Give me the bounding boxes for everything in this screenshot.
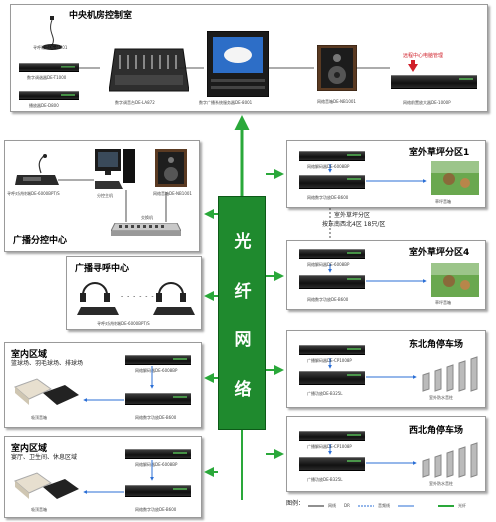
legend-swatches xyxy=(308,505,454,507)
decoder-device xyxy=(299,431,365,441)
device-caption: 网络解码器DE-6008BP xyxy=(307,164,350,169)
mixer-icon xyxy=(109,48,189,92)
northwest-parking-panel: 西北角停车场 广播解码器DE-CP1008P 广播功放DE-B325L 室外防水… xyxy=(286,416,486,492)
legend-item: 音频线 xyxy=(378,503,390,508)
fiber-char-3: 网 xyxy=(234,330,252,350)
northwest-title: 西北角停车场 xyxy=(409,426,464,436)
legend-item: DR xyxy=(344,503,350,508)
decoder-device xyxy=(299,345,365,355)
lawn-note-line2: 按东南西北4区 18只/区 xyxy=(322,221,386,228)
device-caption: 网络解码器DE-6008BP xyxy=(307,262,350,267)
amplifier-device xyxy=(299,371,365,385)
device-caption: 网络前置放大器DE-1000P xyxy=(403,100,451,105)
indoor-zone-2-panel: 室内区域 宴厅、卫生间、休息区域 网络解码器DE-6008BP 吸顶音箱 网络数… xyxy=(4,436,202,518)
lawn-1-title: 室外草坪分区1 xyxy=(409,148,470,158)
dotted-connector: - - - - - - xyxy=(121,293,155,300)
central-room-panel: 中央机房控制室 寻呼话筒DE-MC01 数字调谐器DE-T1000 播放器DE-… xyxy=(10,4,488,112)
column-speaker-icon xyxy=(422,356,478,392)
amplifier-device xyxy=(299,275,365,289)
device-caption: 分控主机 xyxy=(97,193,113,198)
device-caption: 室外防水音柱 xyxy=(429,395,453,400)
indoor-2-title: 室内区域 xyxy=(11,444,48,454)
device-caption: 寻呼对讲终端DE-6000BPT/S xyxy=(7,191,60,196)
device-caption: 数字广播系统服务器DE-8001 xyxy=(199,100,253,105)
device-caption: 网络数字功放DE-B600 xyxy=(307,297,349,302)
amplifier-device xyxy=(125,485,191,497)
amplifier-device xyxy=(299,175,365,189)
legend-item: 网线 xyxy=(328,503,336,508)
device-caption: 网络音箱DE-NB1001 xyxy=(153,191,192,196)
indoor-zone-1-panel: 室内区域 篮球场、羽毛球场、排球场 网络解码器DE-6008BP 吸顶音箱 网络… xyxy=(4,342,202,428)
server-monitor-icon xyxy=(207,31,269,97)
column-speaker-icon xyxy=(422,442,478,478)
network-speaker-icon xyxy=(317,45,357,91)
fiber-char-1: 光 xyxy=(234,232,252,252)
device-caption: 广播解码器DE-CP1008P xyxy=(307,444,352,449)
device-caption: 吸顶音箱 xyxy=(31,415,47,420)
device-caption: 室外防水音柱 xyxy=(429,481,453,486)
device-caption: 网络数字功放DE-B600 xyxy=(135,415,177,420)
device-caption: 网络解码器DE-6008BP xyxy=(135,368,178,373)
device-caption: 数字调音台DE-LA872 xyxy=(115,100,155,105)
indoor-2-subtitle: 宴厅、卫生间、休息区域 xyxy=(11,454,78,461)
headset-terminal-icon xyxy=(77,282,119,315)
banner-arrow-icon xyxy=(408,60,418,72)
tuner-device xyxy=(19,63,79,72)
ceiling-speaker-icon xyxy=(14,378,79,405)
broadcast-branch-panel: 广播分控中心 寻呼对讲终端DE-6000BPT/S 分控主机 网络音箱DE-NB… xyxy=(4,140,200,252)
device-caption: 交换机 xyxy=(141,215,153,220)
player-device xyxy=(19,91,79,100)
device-caption: 广播功放DE-B325L xyxy=(307,477,343,482)
decoder-device xyxy=(125,355,191,365)
monitor-banner: 远程中心电脑管理 xyxy=(403,53,444,59)
northeast-parking-panel: 东北角停车场 广播解码器DE-CP1008P 广播功放DE-B325L 室外防水… xyxy=(286,330,486,408)
lawn-4-title: 室外草坪分区4 xyxy=(409,248,470,258)
lawn-photo-icon xyxy=(431,263,479,297)
device-caption: 网络音箱DE-NB1001 xyxy=(317,99,356,104)
lawn-photo-icon xyxy=(431,161,479,195)
device-caption: 网络解码器DE-6008BP xyxy=(135,462,178,467)
indoor-1-subtitle: 篮球场、羽毛球场、排球场 xyxy=(11,360,84,367)
fiber-char-2: 纤 xyxy=(234,282,252,302)
legend-label: 图例： xyxy=(286,500,305,507)
device-caption: 草坪音箱 xyxy=(435,199,451,204)
device-caption: 广播解码器DE-CP1008P xyxy=(307,358,352,363)
lawn-zone-4-panel: 室外草坪分区4 网络解码器DE-6008BP 网络数字功放DE-B600 草坪音… xyxy=(286,240,486,310)
device-caption: 广播功放DE-B325L xyxy=(307,391,343,396)
device-caption: 寻呼对讲终端DE-6000BPT/S xyxy=(97,321,150,326)
headset-terminal-icon xyxy=(153,282,195,315)
northeast-title: 东北角停车场 xyxy=(409,340,464,350)
broadcast-branch-title: 广播分控中心 xyxy=(13,236,68,246)
device-caption: 数字调谐器DE-T1000 xyxy=(27,75,67,80)
fiber-char-4: 络 xyxy=(234,380,252,400)
decoder-device xyxy=(125,449,191,459)
device-caption: 网络数字功放DE-B600 xyxy=(307,195,349,200)
branch-host-icon xyxy=(95,149,135,189)
central-room-title: 中央机房控制室 xyxy=(69,11,133,21)
ceiling-speaker-icon xyxy=(14,472,79,499)
decoder-device xyxy=(299,249,365,259)
amplifier-device xyxy=(299,457,365,471)
legend-item: 光纤 xyxy=(458,503,466,508)
lawn-zone-1-panel: 室外草坪分区1 网络解码器DE-6008BP 网络数字功放DE-B600 草坪音… xyxy=(286,140,486,208)
decoder-device xyxy=(299,151,365,161)
fiber-network-box: 光 纤 网 络 xyxy=(218,196,266,430)
device-caption: 草坪音箱 xyxy=(435,300,451,305)
amplifier-device xyxy=(125,393,191,405)
device-caption: 播放器DE-D800 xyxy=(29,103,59,108)
device-caption: 网络数字功放DE-B600 xyxy=(135,507,177,512)
paging-terminal-icon xyxy=(15,154,59,185)
lawn-note-line1: 室外草坪分区 xyxy=(334,212,371,219)
paging-center-panel: 广播寻呼中心 - - - - - - 寻呼对讲终端DE-6000BPT/S xyxy=(66,256,202,330)
paging-mic-icon xyxy=(42,16,62,50)
device-caption: 吸顶音箱 xyxy=(31,507,47,512)
indoor-1-title: 室内区域 xyxy=(11,350,48,360)
preamp-device xyxy=(391,75,477,89)
switch-icon xyxy=(111,223,181,236)
branch-speaker-icon xyxy=(155,149,187,187)
paging-center-title: 广播寻呼中心 xyxy=(75,264,130,274)
device-caption: 寻呼话筒DE-MC01 xyxy=(33,45,68,50)
